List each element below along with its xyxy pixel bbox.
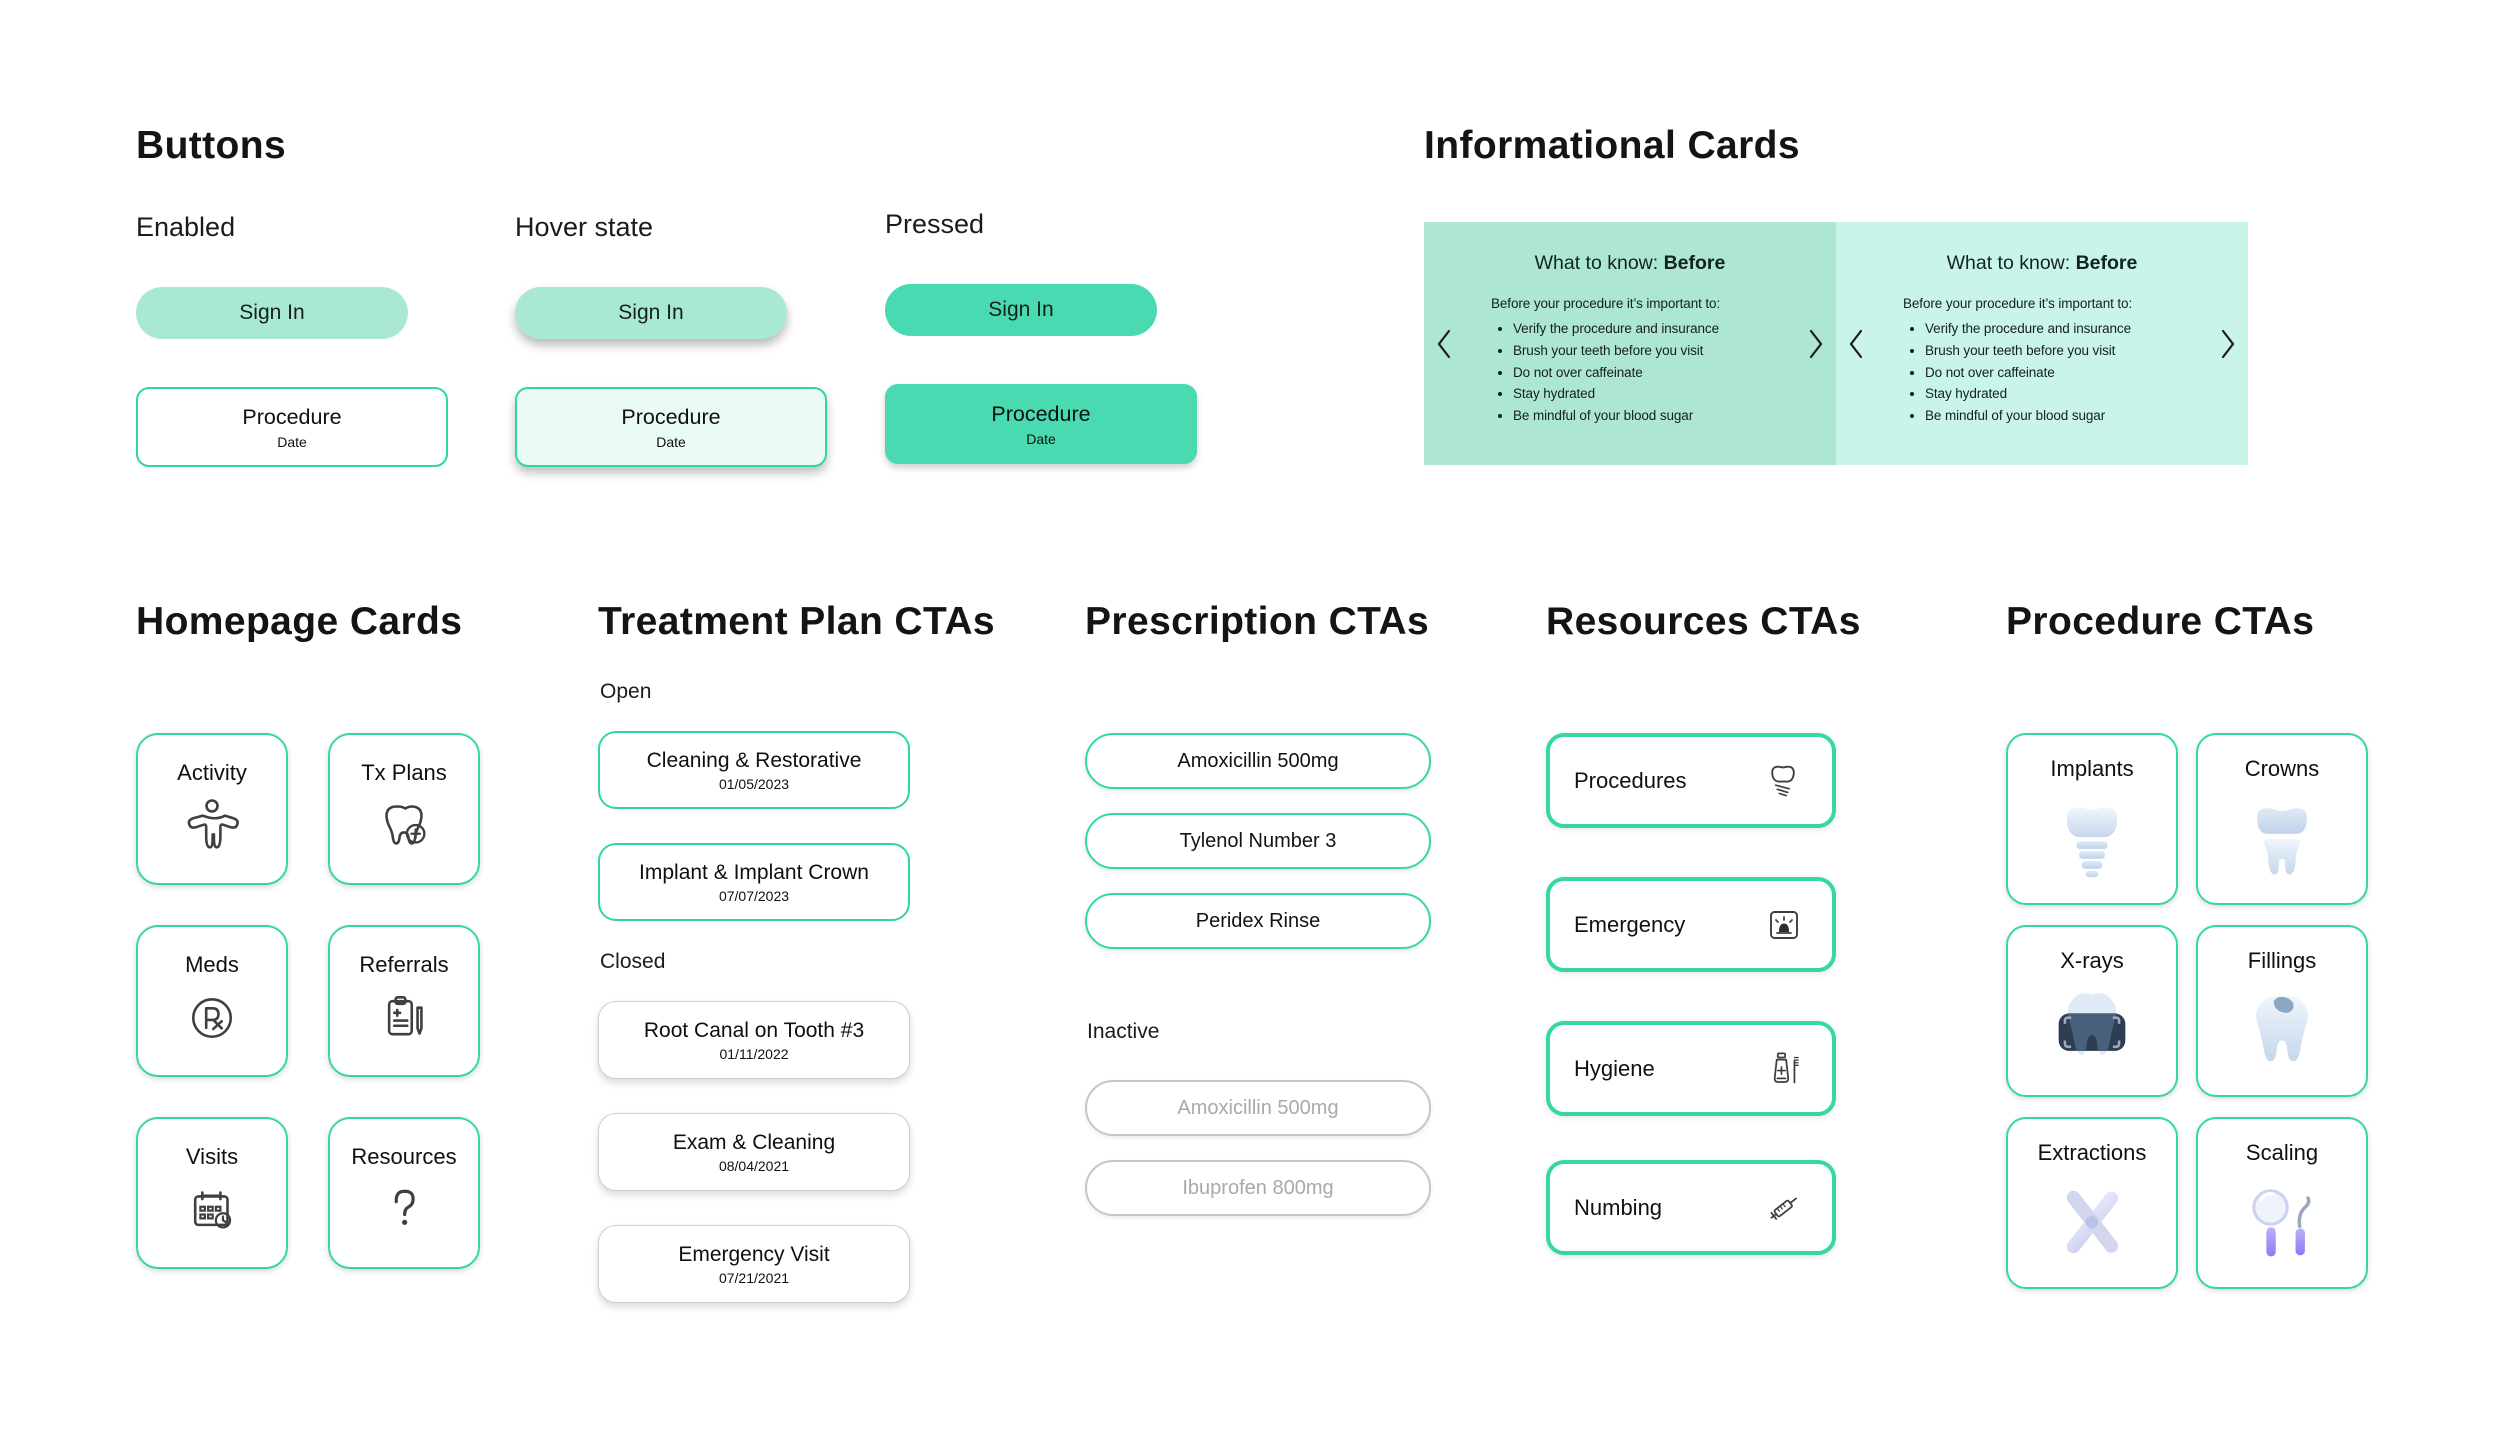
implant-3d-icon: [2066, 807, 2118, 878]
enabled-state-label: Enabled: [136, 212, 236, 242]
chevron-right-icon[interactable]: [1808, 329, 1824, 359]
prescription-peridex[interactable]: Peridex Rinse: [1085, 893, 1431, 949]
procedure-button-label: Procedure: [242, 404, 342, 429]
siren-icon: [1770, 910, 1798, 939]
prescription-ibuprofen-inactive[interactable]: Ibuprofen 800mg: [1085, 1160, 1431, 1216]
homepage-section-title: Homepage Cards: [136, 600, 463, 643]
procedure-card-crowns[interactable]: Crowns: [2196, 733, 2368, 905]
buttons-section-title: Buttons: [136, 124, 287, 167]
resource-emergency-button[interactable]: Emergency: [1546, 877, 1836, 972]
procedure-card-fillings[interactable]: Fillings: [2196, 925, 2368, 1097]
homepage-card-meds[interactable]: Meds: [136, 925, 288, 1077]
homepage-card-grid: Activity Tx Plans Meds Referrals Visits: [136, 733, 480, 1269]
chevron-left-icon[interactable]: [1848, 329, 1864, 359]
prescription-section-title: Prescription CTAs: [1085, 600, 1430, 643]
prescription-amoxicillin-inactive[interactable]: Amoxicillin 500mg: [1085, 1080, 1431, 1136]
hover-state-label: Hover state: [515, 212, 654, 242]
procedure-card-xrays[interactable]: X-rays: [2006, 925, 2178, 1097]
implant-outline-icon: [1771, 765, 1795, 796]
clipboard-pencil-icon: [387, 996, 423, 1036]
prescription-tylenol[interactable]: Tylenol Number 3: [1085, 813, 1431, 869]
procedure-card-implants[interactable]: Implants: [2006, 733, 2178, 905]
info-card-before-light: What to know: Before Before your procedu…: [1836, 222, 2248, 465]
prescription-inactive-label: Inactive: [1087, 1020, 1160, 1043]
resource-hygiene-button[interactable]: Hygiene: [1546, 1021, 1836, 1116]
sign-in-button-pressed[interactable]: Sign In: [885, 284, 1157, 336]
toothpaste-toothbrush-icon: [1773, 1051, 1799, 1083]
prescription-amoxicillin-active[interactable]: Amoxicillin 500mg: [1085, 733, 1431, 789]
treatment-section-title: Treatment Plan CTAs: [598, 600, 995, 643]
informational-section-title: Informational Cards: [1424, 124, 1800, 167]
info-card-before-dark: What to know: Before Before your procedu…: [1424, 222, 1836, 465]
calendar-clock-icon: [193, 1191, 232, 1229]
crown-3d-icon: [2256, 808, 2308, 875]
resource-procedures-button[interactable]: Procedures: [1546, 733, 1836, 828]
procedure-card-scaling[interactable]: Scaling: [2196, 1117, 2368, 1289]
procedure-button-label: Procedure: [621, 404, 721, 429]
procedure-button-date: Date: [1026, 430, 1056, 447]
info-card-title: What to know: Before: [1946, 252, 2138, 274]
resources-section-title: Resources CTAs: [1546, 600, 1861, 643]
procedure-button-label: Procedure: [991, 401, 1091, 426]
procedure-button-date: Date: [277, 433, 307, 450]
procedure-button-date: Date: [656, 433, 686, 450]
question-mark-icon: [394, 1189, 415, 1225]
pressed-state-label: Pressed: [885, 209, 985, 239]
homepage-card-resources[interactable]: Resources: [328, 1117, 480, 1269]
resource-numbing-button[interactable]: Numbing: [1546, 1160, 1836, 1255]
homepage-card-activity[interactable]: Activity: [136, 733, 288, 885]
procedure-date-button-enabled[interactable]: Procedure Date: [136, 387, 448, 467]
sign-in-button-enabled[interactable]: Sign In: [136, 287, 408, 339]
info-card-body: Before your procedure it’s important to:…: [1491, 293, 1769, 427]
homepage-card-visits[interactable]: Visits: [136, 1117, 288, 1269]
tooth-plus-icon: [385, 805, 426, 845]
procedure-card-extractions[interactable]: Extractions: [2006, 1117, 2178, 1289]
scaler-3d-icon: [2252, 1189, 2311, 1257]
sign-in-button-hover[interactable]: Sign In: [515, 287, 787, 339]
procedure-date-button-hover[interactable]: Procedure Date: [515, 387, 827, 467]
info-card-title: What to know: Before: [1534, 252, 1726, 274]
treatment-plan-exam-cleaning[interactable]: Exam & Cleaning 08/04/2021: [598, 1113, 910, 1191]
forceps-3d-icon: [2066, 1190, 2119, 1254]
treatment-plan-cleaning-restorative[interactable]: Cleaning & Restorative 01/05/2023: [598, 731, 910, 809]
treatment-open-label: Open: [600, 680, 652, 703]
procedures-section-title: Procedure CTAs: [2006, 600, 2315, 643]
treatment-plan-emergency-visit[interactable]: Emergency Visit 07/21/2021: [598, 1225, 910, 1303]
procedure-date-button-pressed[interactable]: Procedure Date: [885, 384, 1197, 464]
chevron-right-icon[interactable]: [2220, 329, 2236, 359]
homepage-card-referrals[interactable]: Referrals: [328, 925, 480, 1077]
treatment-plan-root-canal[interactable]: Root Canal on Tooth #3 01/11/2022: [598, 1001, 910, 1079]
homepage-card-tx-plans[interactable]: Tx Plans: [328, 733, 480, 885]
treatment-closed-label: Closed: [600, 950, 666, 973]
info-card-body: Before your procedure it’s important to:…: [1903, 293, 2181, 427]
person-icon: [187, 799, 239, 849]
filling-3d-icon: [2256, 996, 2308, 1062]
xray-3d-icon: [2058, 993, 2126, 1056]
syringe-icon: [1770, 1197, 1797, 1220]
treatment-plan-implant-crown[interactable]: Implant & Implant Crown 07/07/2023: [598, 843, 910, 921]
rx-circle-icon: [191, 997, 233, 1039]
chevron-left-icon[interactable]: [1436, 329, 1452, 359]
procedure-card-grid: Implants Crowns X-rays F: [2006, 733, 2368, 1289]
